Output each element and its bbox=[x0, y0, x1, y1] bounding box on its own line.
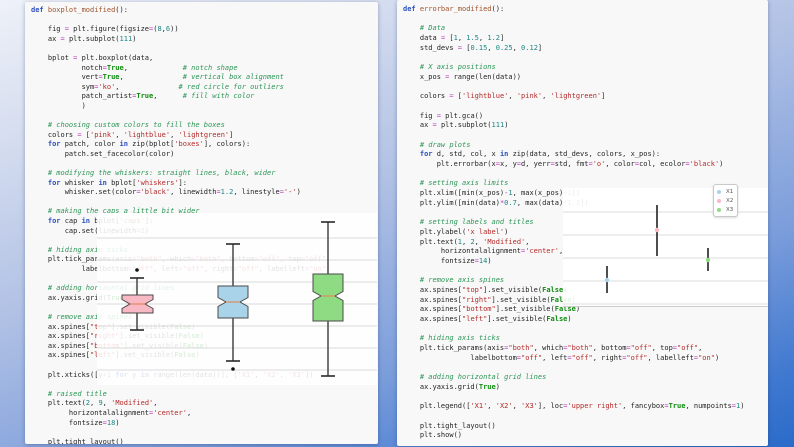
code-line: for whisker in bplot['whiskers']: bbox=[31, 178, 187, 187]
code-line: for patch, color in zip(bplot['boxes'], … bbox=[31, 140, 251, 149]
code-line: # modifying the whiskers: straight lines… bbox=[31, 169, 276, 178]
code-line bbox=[403, 83, 768, 93]
code-line: x_pos = range(len(data)) bbox=[403, 72, 522, 81]
code-line: # Data bbox=[403, 24, 446, 33]
code-line: def errorbar_modified(): bbox=[403, 5, 505, 13]
code-line: plt.tight_layout() bbox=[403, 421, 496, 430]
data-point bbox=[654, 227, 660, 233]
code-line: fontsize=18) bbox=[31, 418, 120, 427]
code-line: def boxplot_modified(): bbox=[31, 6, 128, 14]
code-line: data = [1, 1.5, 1.2] bbox=[403, 34, 505, 43]
boxplot-svg bbox=[97, 221, 377, 377]
code-line: colors = ['pink', 'lightblue', 'lightgre… bbox=[31, 130, 234, 139]
code-line: # remove axis spines bbox=[403, 276, 505, 285]
legend-marker-icon bbox=[717, 189, 721, 194]
code-line bbox=[31, 160, 378, 170]
code-line: # setting axis limits bbox=[403, 179, 509, 188]
code-line bbox=[403, 412, 768, 422]
legend-marker-icon bbox=[717, 198, 721, 203]
code-line: plt.errorbar(x=x, y=d, yerr=std, fmt='o'… bbox=[403, 160, 724, 168]
code-line: plt.tick_params(axis="both", which="both… bbox=[403, 344, 703, 353]
code-line: # X axis positions bbox=[403, 63, 496, 72]
code-line bbox=[403, 53, 768, 63]
code-line: horizontalalignment='center', bbox=[403, 247, 564, 256]
code-line bbox=[403, 393, 768, 403]
code-line: # adding horizontal grid lines bbox=[403, 373, 547, 382]
code-line: fontsize=14) bbox=[403, 256, 492, 265]
code-line: plt.legend(['X1', 'X2', 'X3'], loc='uppe… bbox=[403, 402, 745, 411]
code-line: notch=True, # notch shape bbox=[31, 63, 238, 72]
legend-marker-icon bbox=[717, 207, 721, 212]
code-line: whisker.set(color='black', linewidth=1.2… bbox=[31, 188, 301, 197]
code-block-errorbar: def errorbar_modified(): # Data data = [… bbox=[397, 0, 768, 446]
code-line bbox=[403, 131, 768, 141]
boxplot-figure bbox=[97, 213, 377, 385]
notched-box bbox=[312, 273, 344, 322]
code-line: plt.show() bbox=[403, 431, 463, 440]
code-line: patch_artist=True, # fill with color bbox=[31, 92, 255, 101]
legend-item: X2 bbox=[717, 196, 733, 205]
legend-label: X2 bbox=[726, 197, 734, 204]
code-line: for d, std, col, x in zip(data, std_devs… bbox=[403, 150, 661, 159]
code-line: ax = plt.subplot(111) bbox=[403, 121, 509, 130]
code-line bbox=[403, 102, 768, 112]
code-line: # setting labels and titles bbox=[403, 218, 534, 227]
code-line bbox=[31, 16, 378, 26]
code-line: fig = plt.figure(figsize=(8,6)) bbox=[31, 25, 179, 34]
code-line: plt.text(1, 2, 'Modified', bbox=[403, 237, 530, 246]
code-line: vert=True, # vertical box alignment bbox=[31, 73, 284, 82]
code-line bbox=[31, 428, 378, 438]
outlier-dot bbox=[135, 268, 139, 272]
legend-item: X1 bbox=[717, 187, 733, 196]
code-line: plt.tight_layout() bbox=[31, 437, 124, 444]
data-point bbox=[604, 277, 610, 283]
code-line bbox=[403, 325, 768, 335]
code-line: # making the caps a little bit wider bbox=[31, 207, 200, 216]
code-line bbox=[403, 15, 768, 25]
code-line: ax.spines["left"].set_visible(False) bbox=[403, 315, 572, 323]
code-line: # hiding axis ticks bbox=[403, 334, 500, 343]
code-line: bplot = plt.boxplot(data, bbox=[31, 53, 154, 62]
legend-item: X3 bbox=[717, 205, 733, 214]
code-line: # choosing custom colors to fill the box… bbox=[31, 121, 225, 130]
code-line: fig = plt.gca() bbox=[403, 111, 484, 120]
code-line bbox=[403, 170, 768, 180]
code-line: ax.spines["bottom"].set_visible(False) bbox=[403, 305, 581, 314]
code-line bbox=[31, 198, 378, 208]
code-line: plt.ylabel('x label') bbox=[403, 227, 509, 236]
code-line bbox=[31, 112, 378, 122]
code-line: sym='ko', # red circle for outliers bbox=[31, 82, 284, 91]
code-line: std_devs = [0.15, 0.25, 0.12] bbox=[403, 43, 543, 52]
code-line: horizontalalignment='center', bbox=[31, 408, 192, 417]
code-line: colors = ['lightblue', 'pink', 'lightgre… bbox=[403, 92, 606, 101]
code-line: labelbottom="off", left="off", right="of… bbox=[403, 353, 720, 362]
code-line bbox=[31, 44, 378, 54]
outlier-dot bbox=[231, 367, 235, 371]
errorbar-svg bbox=[563, 205, 768, 305]
code-line: ) bbox=[31, 101, 86, 110]
data-point bbox=[705, 257, 711, 263]
code-line: plt.text(2, 9, 'Modified', bbox=[31, 399, 158, 408]
code-line bbox=[403, 363, 768, 373]
code-line: patch.set_facecolor(color) bbox=[31, 149, 175, 158]
legend-label: X3 bbox=[726, 206, 734, 213]
code-line: # raised title bbox=[31, 389, 107, 398]
code-line: ax = plt.subplot(111) bbox=[31, 34, 137, 43]
code-line: # draw plots bbox=[403, 140, 471, 149]
code-line: ax.yaxis.grid(True) bbox=[403, 382, 500, 391]
legend-label: X1 bbox=[726, 188, 734, 195]
